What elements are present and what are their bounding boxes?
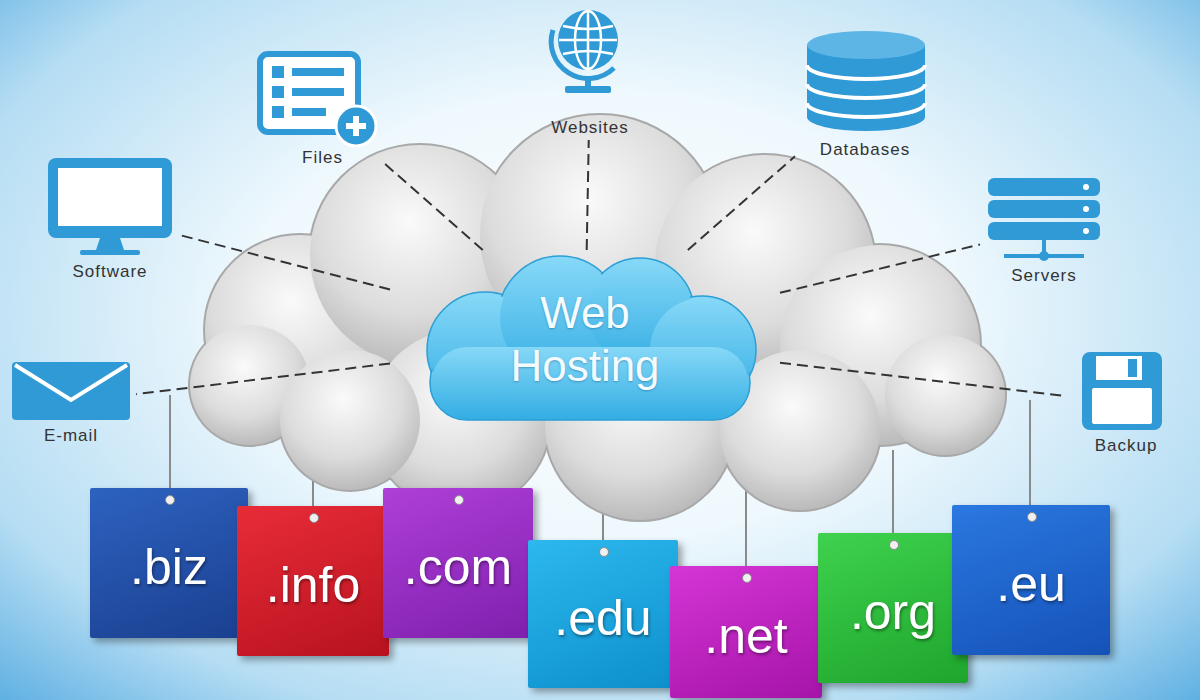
dashed-connector xyxy=(587,140,589,250)
files-node: Files xyxy=(260,48,385,170)
icon-label: Websites xyxy=(551,118,629,140)
domain-tag: .com xyxy=(383,488,533,638)
backup-icon xyxy=(1082,352,1162,430)
files-icon xyxy=(260,54,376,146)
dashed-connector xyxy=(688,156,795,250)
websites-icon xyxy=(551,10,618,93)
servers-icon xyxy=(988,178,1100,261)
domain-tag: .biz xyxy=(90,488,248,638)
domain-label: .org xyxy=(850,575,936,641)
grey-clouds xyxy=(188,113,1007,522)
software-icon xyxy=(48,158,172,255)
domain-label: .info xyxy=(266,548,361,614)
dashed-connector xyxy=(780,244,980,292)
icon-label: Databases xyxy=(820,140,910,162)
dashed-connector xyxy=(180,235,390,289)
domain-tag: .org xyxy=(818,533,968,683)
domain-tag: .edu xyxy=(528,540,678,688)
cloud-title: Web Hosting xyxy=(485,287,685,393)
dashed-connector xyxy=(385,164,483,250)
websites-node: Websites xyxy=(520,6,660,140)
software-node: Software xyxy=(40,150,180,284)
icon-label: Servers xyxy=(1011,266,1077,288)
domain-label: .biz xyxy=(130,530,208,596)
domain-label: .edu xyxy=(554,581,651,647)
domain-tag: .net xyxy=(670,566,822,698)
databases-icon xyxy=(807,31,925,131)
domain-tag: .info xyxy=(237,506,389,656)
dashed-connector xyxy=(780,363,1064,396)
email-node: E-mail xyxy=(6,356,136,448)
domain-label: .net xyxy=(704,599,787,665)
email-icon xyxy=(12,362,130,420)
icon-label: Software xyxy=(72,262,147,284)
icon-label: Files xyxy=(302,148,343,170)
icon-label: E-mail xyxy=(44,426,98,448)
domain-tag: .eu xyxy=(952,505,1110,655)
hosting-cloud: Web Hosting xyxy=(390,250,780,430)
dashed-connector xyxy=(136,364,390,395)
servers-node: Servers xyxy=(980,170,1108,288)
databases-node: Databases xyxy=(795,28,935,162)
backup-node: Backup xyxy=(1064,348,1188,458)
cloud-shape xyxy=(390,250,780,430)
domain-label: .eu xyxy=(996,547,1066,613)
icon-label: Backup xyxy=(1095,436,1158,458)
domain-label: .com xyxy=(404,530,512,596)
